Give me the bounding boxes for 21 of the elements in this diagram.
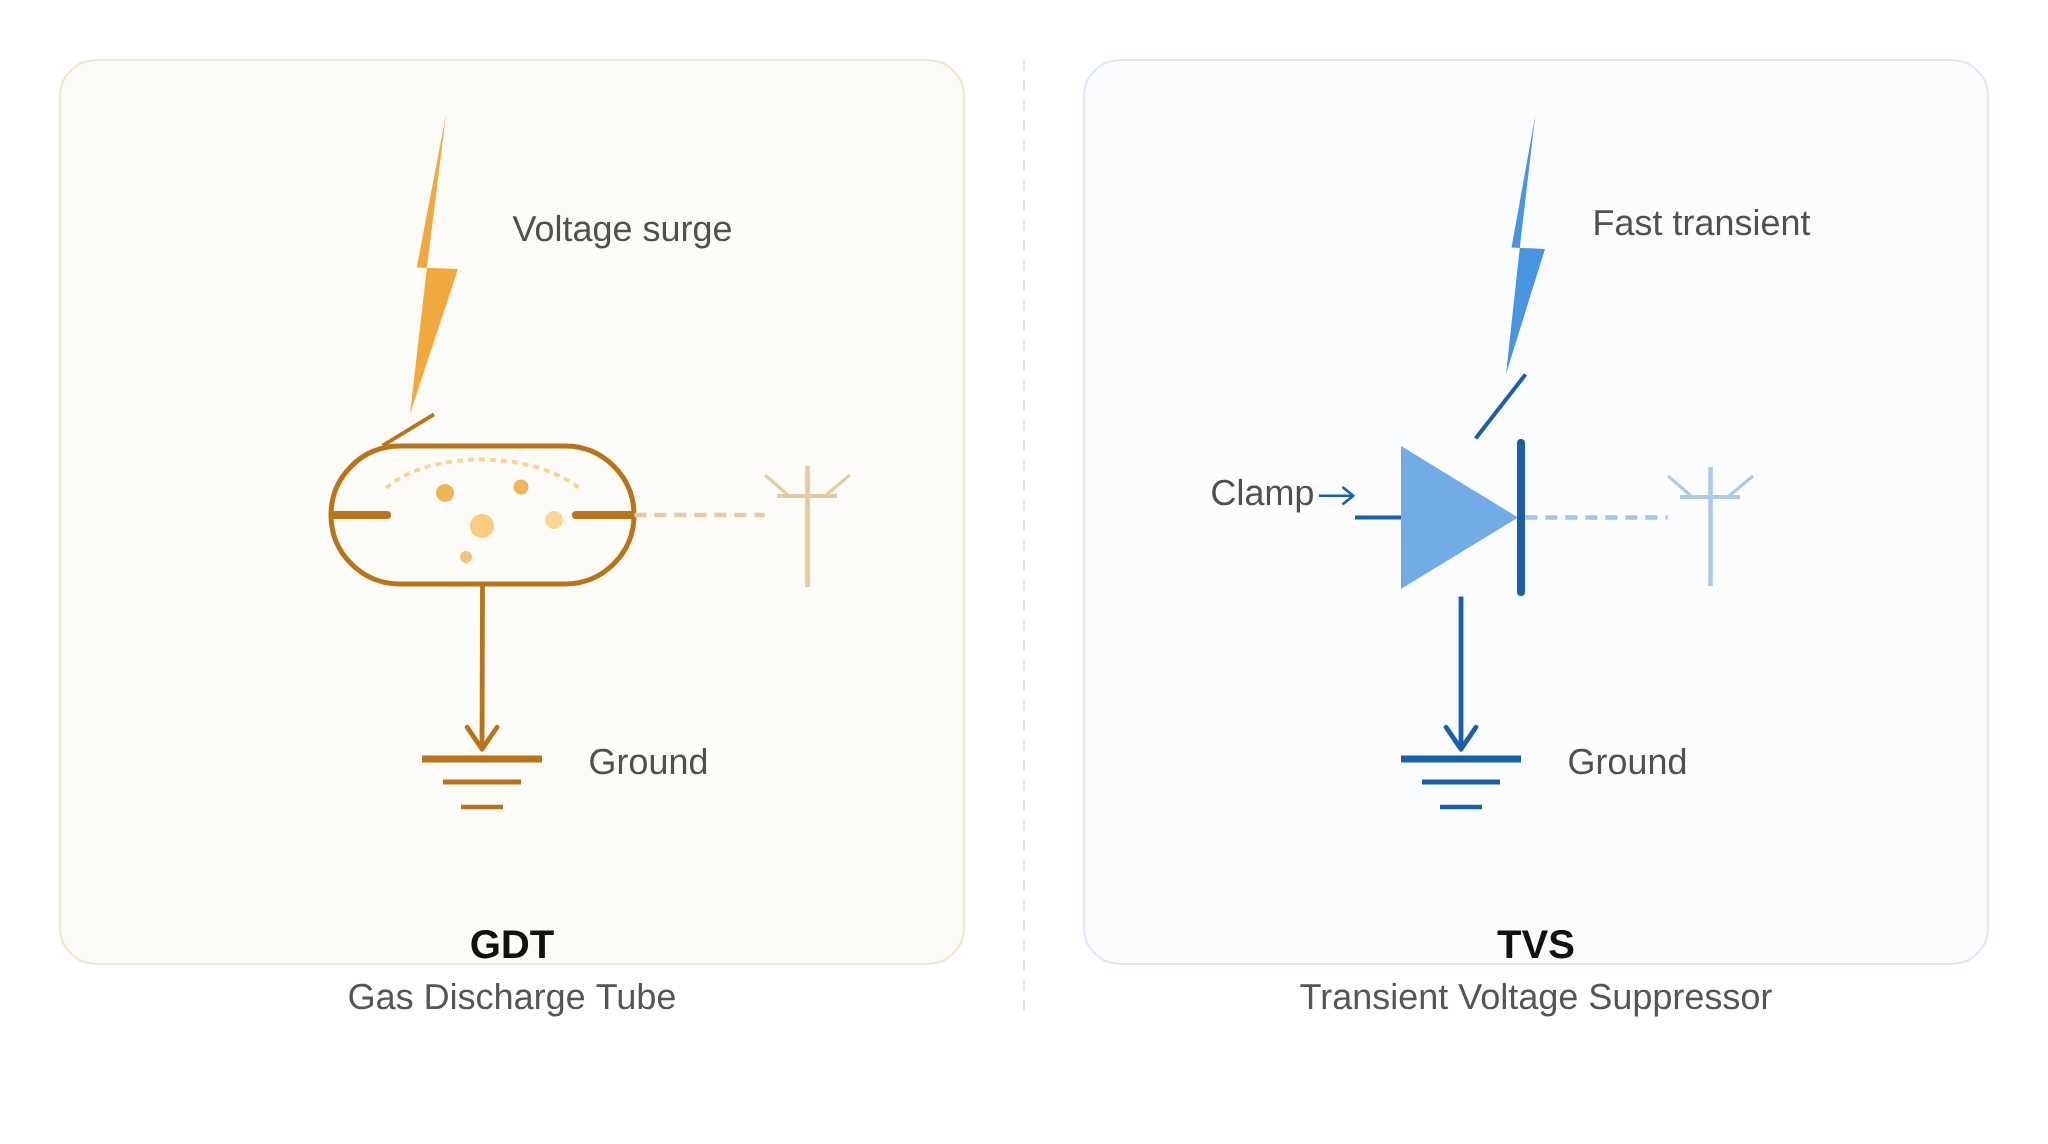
label: Voltage surge	[512, 214, 731, 249]
arrow	[1443, 596, 1479, 752]
dashed-line	[634, 512, 765, 518]
label: Ground	[590, 747, 707, 775]
antenna-symbol	[764, 466, 851, 587]
label: Clamp	[1212, 478, 1313, 513]
dashed-line	[1525, 515, 1668, 520]
lightning-bolt	[410, 115, 458, 414]
connector-line	[381, 412, 436, 448]
label: Ground	[1569, 747, 1686, 775]
connector-line	[1474, 373, 1528, 440]
arrow	[1318, 486, 1355, 505]
label: Fast transient	[1595, 208, 1811, 236]
panel-subtitle: Gas Discharge Tube	[349, 982, 675, 1017]
antenna-symbol	[1667, 467, 1754, 586]
panel-subtitle: Transient Voltage Suppressor	[1300, 982, 1772, 1017]
gas-tube-symbol	[328, 443, 637, 587]
arrow	[464, 584, 500, 752]
panel-title: GDT	[471, 930, 554, 959]
diode-symbol	[1355, 439, 1525, 596]
panel-title: TVS	[1497, 930, 1574, 959]
